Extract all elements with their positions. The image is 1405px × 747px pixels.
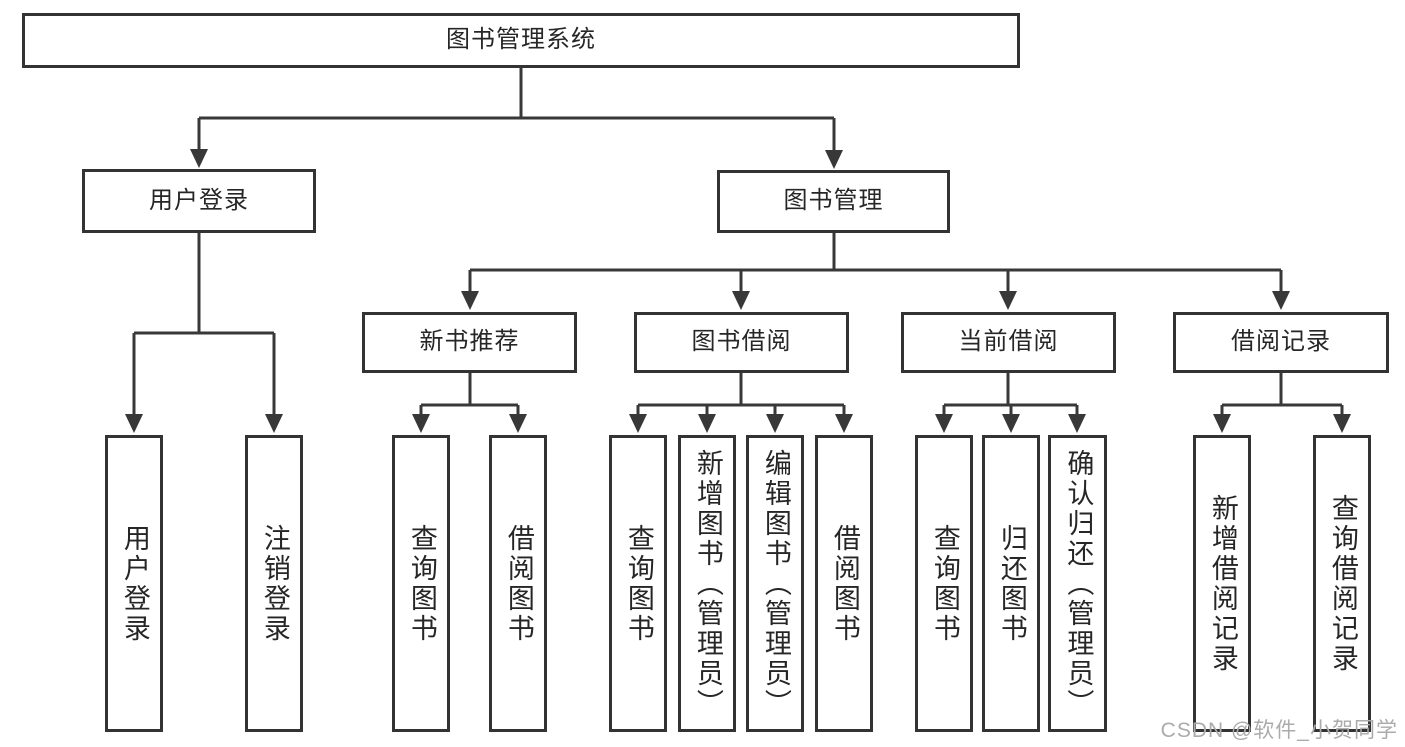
node-book-borrow-label: 图书借阅 [691,328,792,356]
leaf-cb-confirm-return: 确认归还（管理员） [1048,435,1107,732]
node-root: 图书管理系统 [22,13,1020,68]
csdn-watermark: CSDN @软件_小贺同学 [1160,719,1398,742]
node-current-borrow: 当前借阅 [901,312,1116,373]
arrowhead [412,414,430,433]
edge-line [132,233,276,416]
arrowhead [1002,414,1020,433]
leaf-bb-query-books: 查询图书 [609,435,667,732]
arrowhead [825,150,843,169]
arrowhead [125,414,143,433]
leaf-bb-borrow-books: 借阅图书 [815,435,873,732]
leaf-br-add-record: 新增借阅记录 [1193,435,1251,732]
edge-book-mgmt-children [461,233,1290,310]
edge-line [942,373,1079,416]
leaf-br-query-record-label: 查询借阅记录 [1327,493,1358,674]
leaf-bb-add-books-label: 新增图书（管理员） [692,448,723,719]
leaf-user-login: 用户登录 [105,435,163,732]
leaf-bb-edit-books: 编辑图书（管理员） [746,435,804,732]
edge-book-borrow-children [629,373,853,433]
leaf-nb-query-books: 查询图书 [392,435,450,732]
arrowhead [461,291,479,310]
leaf-nb-borrow-books: 借阅图书 [489,435,547,732]
leaf-cb-return-books: 归还图书 [982,435,1040,732]
arrowhead [835,414,853,433]
edge-line [636,373,846,416]
leaf-logout-label: 注销登录 [259,523,290,644]
node-new-books: 新书推荐 [362,312,577,373]
arrowhead [935,414,953,433]
node-current-borrow-label: 当前借阅 [958,328,1059,356]
edge-line [1220,373,1344,416]
node-book-mgmt-label: 图书管理 [783,187,884,215]
leaf-br-add-record-label: 新增借阅记录 [1207,493,1238,674]
node-borrow-records: 借阅记录 [1173,312,1389,373]
edge-new-books-children [412,373,527,433]
edge-current-borrow-children [935,373,1086,433]
leaf-bb-edit-books-label: 编辑图书（管理员） [760,448,791,719]
leaf-user-login-label: 用户登录 [119,523,150,644]
arrowhead [629,414,647,433]
arrowhead [1213,414,1231,433]
leaf-logout: 注销登录 [245,435,303,732]
leaf-cb-return-books-label: 归还图书 [996,523,1027,644]
node-root-label: 图书管理系统 [446,26,596,54]
edge-root-to-level2 [190,68,843,169]
arrowhead [509,414,527,433]
node-user-login-label: 用户登录 [149,186,249,214]
edge-user-login-children [125,233,283,433]
node-user-login: 用户登录 [82,169,316,233]
arrowhead [766,414,784,433]
node-new-books-label: 新书推荐 [419,328,520,356]
leaf-bb-add-books: 新增图书（管理员） [678,435,736,732]
edge-line [197,68,836,151]
leaf-cb-query-books-label: 查询图书 [929,523,960,644]
edge-borrow-records-children [1213,373,1351,433]
leaf-bb-borrow-books-label: 借阅图书 [829,523,860,644]
arrowhead [1333,414,1351,433]
arrowhead [265,414,283,433]
edge-line [419,373,520,416]
leaf-bb-query-books-label: 查询图书 [623,523,654,644]
leaf-br-query-record: 查询借阅记录 [1313,435,1371,732]
leaf-cb-confirm-return-label: 确认归还（管理员） [1063,448,1094,719]
arrowhead [698,414,716,433]
node-book-borrow: 图书借阅 [634,312,849,373]
leaf-nb-query-books-label: 查询图书 [406,523,437,644]
node-book-mgmt: 图书管理 [717,170,950,233]
edge-line [468,233,1283,292]
arrowhead [999,291,1017,310]
arrowhead [732,291,750,310]
arrowhead [1272,291,1290,310]
leaf-cb-query-books: 查询图书 [915,435,973,732]
leaf-nb-borrow-books-label: 借阅图书 [503,523,534,644]
node-borrow-records-label: 借阅记录 [1231,328,1331,356]
arrowhead [1068,414,1086,433]
arrowhead [190,149,208,168]
